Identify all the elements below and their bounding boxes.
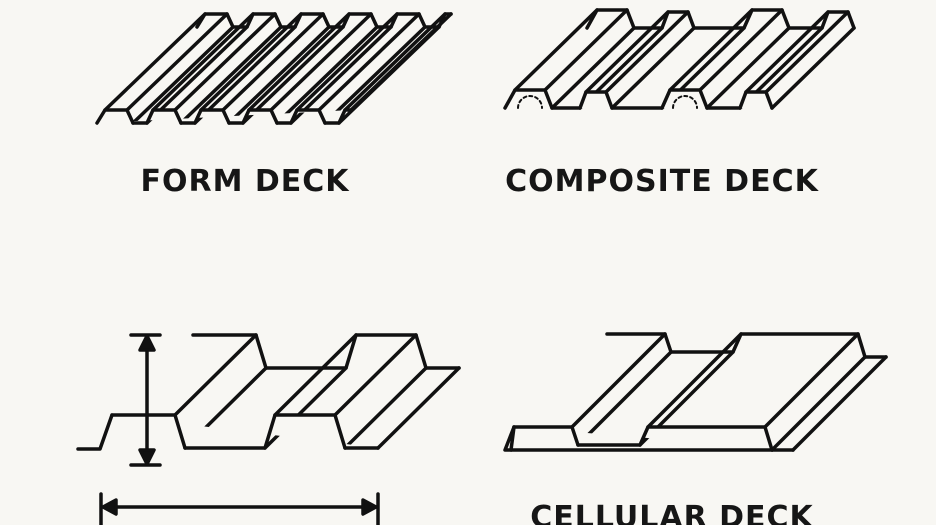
fold-line [668, 8, 754, 92]
fold-line [770, 26, 856, 110]
fold-line [646, 332, 743, 429]
fold-line [543, 8, 629, 92]
fold-line [764, 10, 850, 94]
fold-line [604, 10, 690, 94]
fold-line [513, 8, 599, 92]
fold-line [343, 12, 447, 112]
lead-edge [76, 413, 114, 451]
back-edge [191, 333, 461, 370]
fold-line [275, 25, 379, 125]
fold-line [103, 12, 207, 112]
fold-line [221, 12, 325, 112]
composite-deck-label: COMPOSITE DECK [505, 164, 819, 199]
fold-line [349, 12, 453, 112]
fold-line [295, 12, 399, 112]
fold-line [199, 12, 303, 112]
plate-edge [509, 425, 516, 452]
cell-void [672, 95, 698, 109]
front-profile [512, 425, 795, 452]
fold-line [173, 12, 277, 112]
fold-line [584, 10, 670, 94]
front-profile [95, 108, 353, 125]
bottom-plate [503, 425, 774, 452]
arrow-up-icon [138, 334, 156, 352]
fold-line [550, 26, 636, 110]
cellular-deck-label: CELLULAR DECK [530, 500, 814, 525]
front-profile [110, 413, 380, 450]
cell-void [517, 95, 543, 109]
fold-line [744, 10, 830, 94]
fold-line [131, 25, 235, 125]
fold-line [323, 25, 427, 125]
fold-line [610, 26, 696, 110]
arrow-left-icon [101, 498, 118, 516]
form-deck-label: FORM DECK [140, 164, 350, 199]
fold-line [376, 366, 461, 450]
cellular-deck [503, 332, 888, 452]
fold-line [791, 355, 888, 452]
fold-line [193, 25, 297, 125]
front-profile [503, 88, 774, 110]
fold-line [241, 25, 345, 125]
back-edge [605, 332, 888, 359]
fold-line [173, 333, 258, 417]
fold-line [576, 350, 673, 447]
composite-deck [503, 8, 856, 110]
back-edge [585, 8, 856, 30]
fold-line [125, 12, 229, 112]
fold-line [343, 366, 428, 450]
fold-line [763, 332, 860, 429]
fold-line [247, 12, 351, 112]
arrow-right-icon [361, 498, 378, 516]
fold-line [333, 333, 418, 417]
fold-line [273, 333, 358, 417]
fold-line [227, 25, 331, 125]
fold-line [570, 332, 667, 429]
fold-line [317, 12, 421, 112]
dimensioned-deck [76, 333, 461, 525]
fold-line [145, 25, 249, 125]
fold-line [179, 25, 283, 125]
form-deck [95, 12, 453, 125]
arrow-down-icon [138, 448, 156, 466]
fold-line [705, 26, 791, 110]
fold-line [289, 25, 393, 125]
fold-line [269, 12, 373, 112]
fold-line [770, 355, 867, 452]
fold-line [151, 12, 255, 112]
fold-line [698, 8, 784, 92]
